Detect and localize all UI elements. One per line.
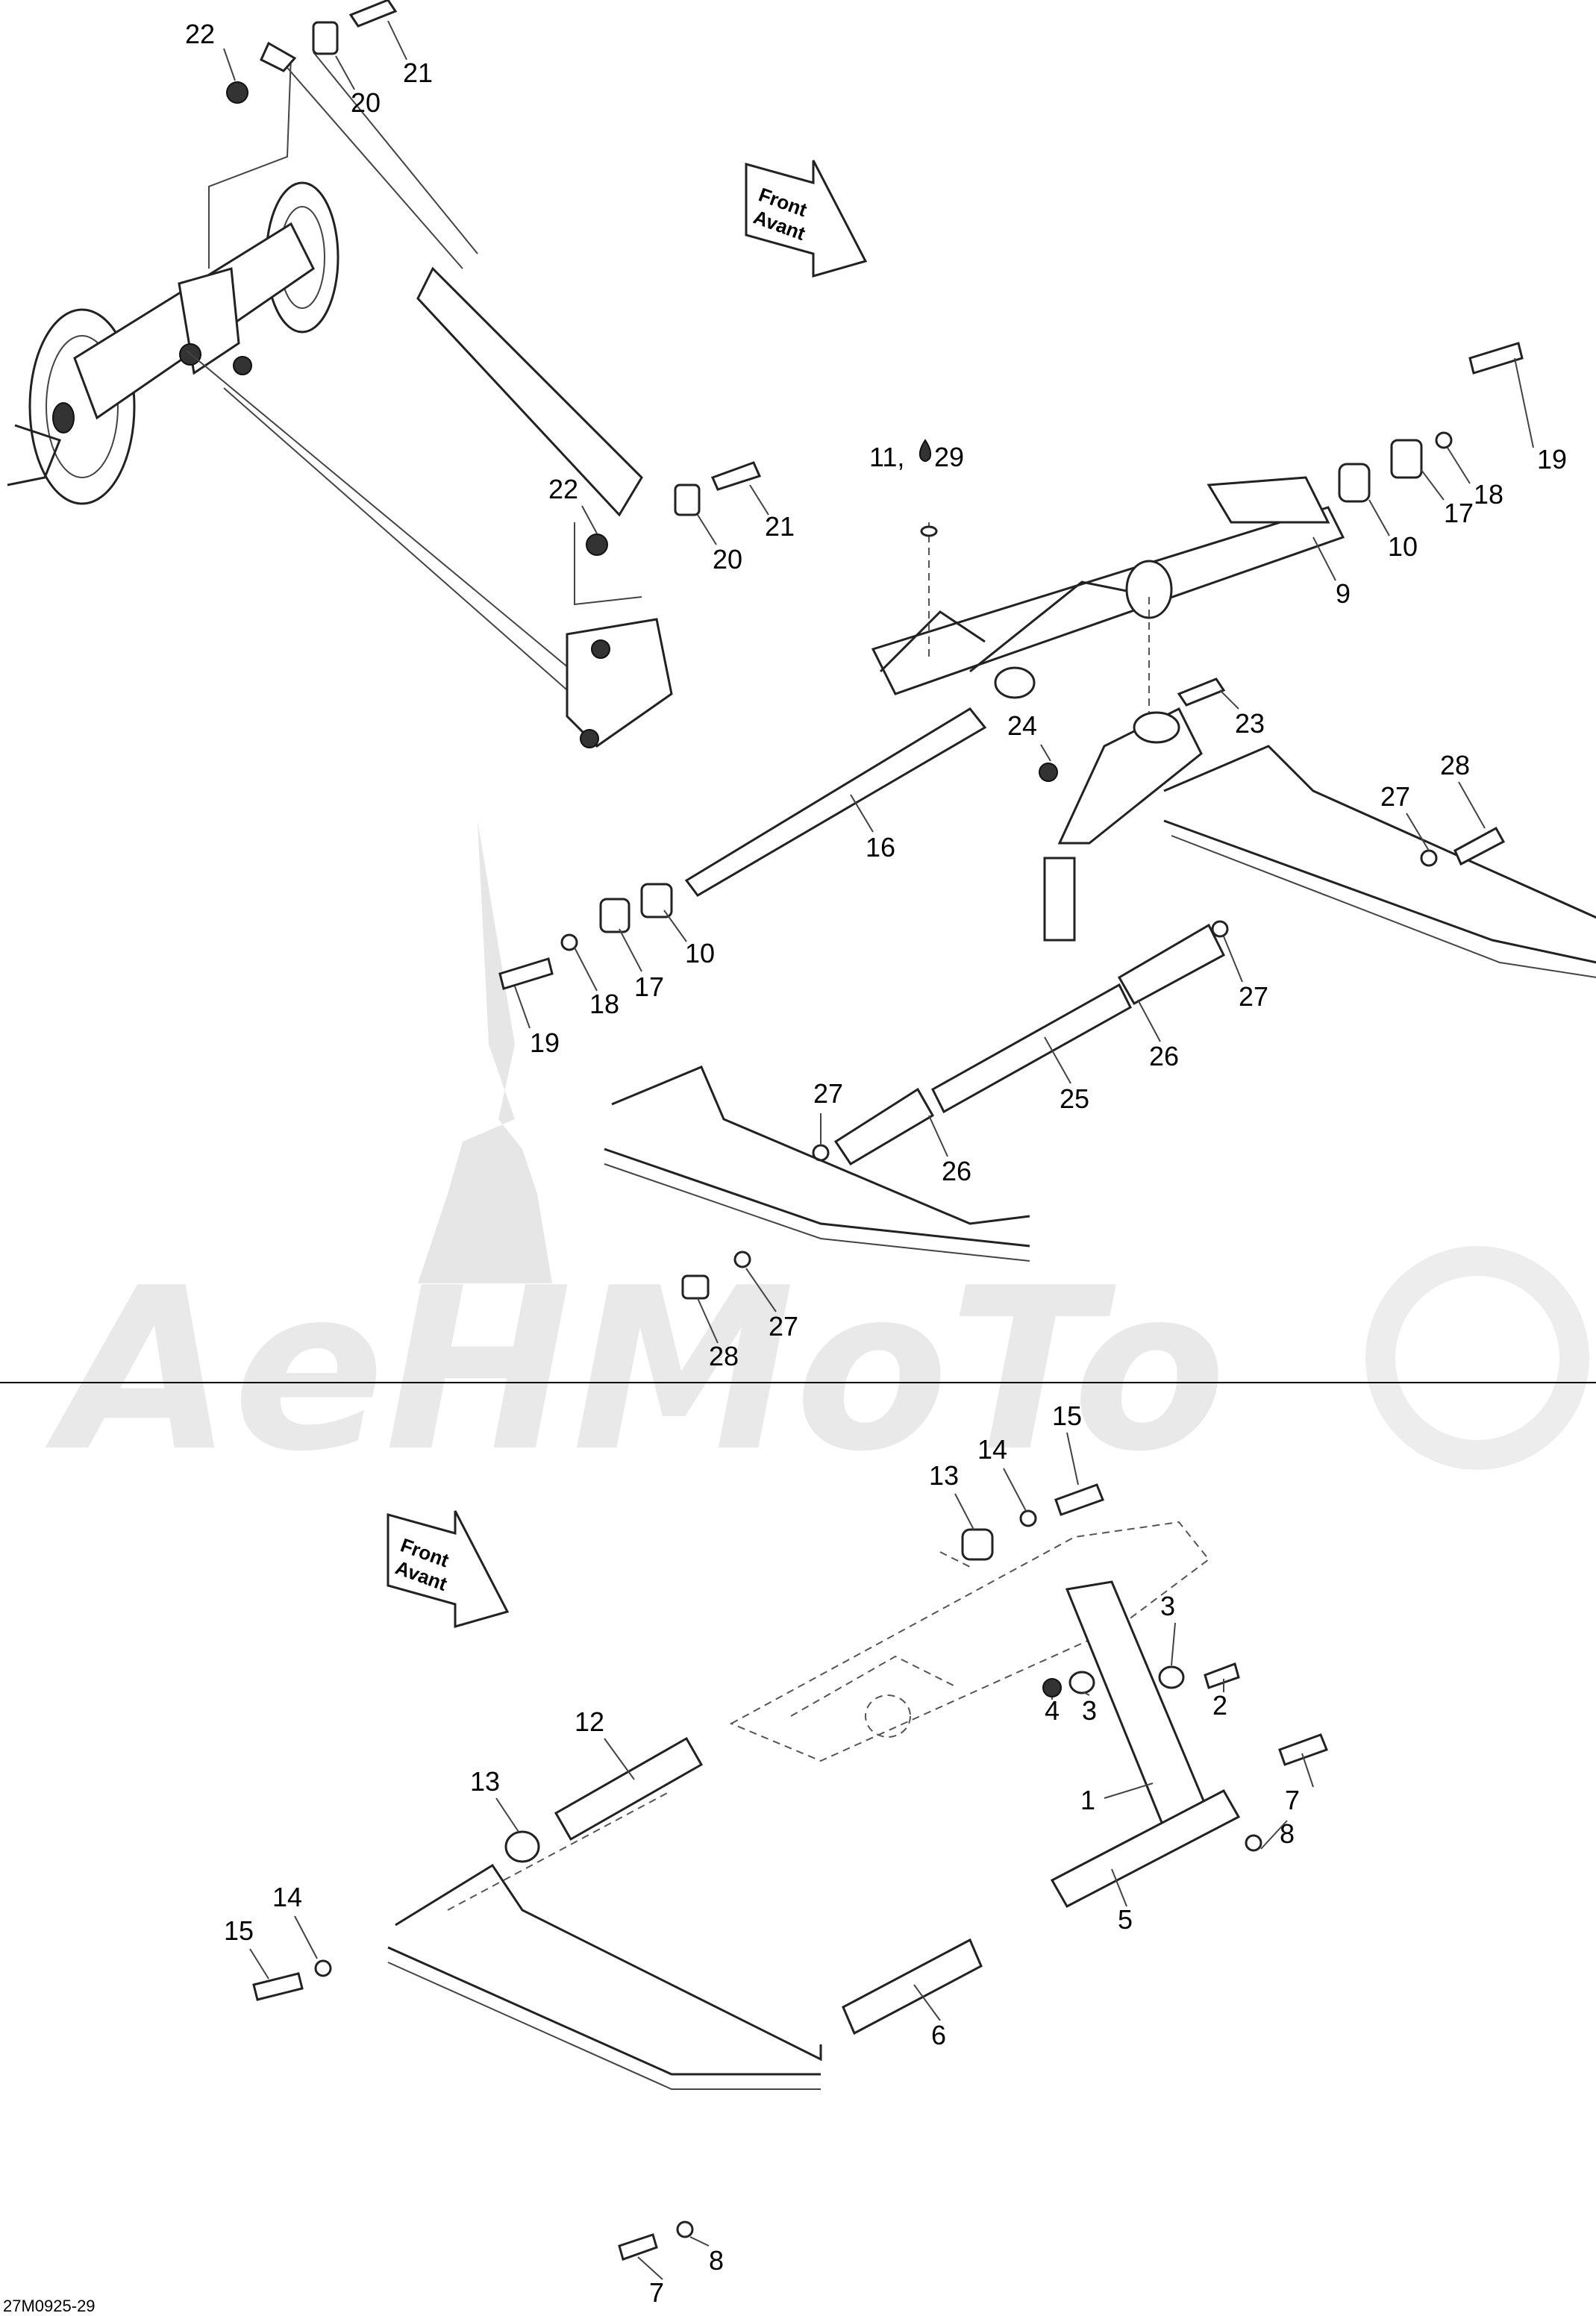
callout-12: 12 — [575, 1706, 604, 1737]
runner-left-upper — [604, 1065, 1030, 1300]
callout-13: 13 — [929, 1460, 959, 1491]
link-plate — [1042, 1580, 1240, 1830]
callout-15: 15 — [1052, 1400, 1082, 1431]
callout-20: 20 — [351, 87, 381, 118]
oil-drop-icon — [919, 439, 932, 462]
callout-22: 22 — [548, 474, 578, 504]
callout-26: 26 — [942, 1156, 971, 1186]
callout-4: 4 — [1045, 1695, 1060, 1726]
callout-8: 8 — [1280, 1818, 1295, 1849]
callout-8: 8 — [709, 2245, 724, 2276]
callouts-upper: 22 20 21 22 21 20 11, 29 19 18 17 10 9 2… — [185, 19, 1567, 1371]
lower-assembly: Front Avant — [224, 1400, 1328, 2308]
callout-11: 11, — [869, 442, 904, 472]
front-swing-arm — [871, 342, 1524, 731]
rear-arm — [186, 51, 673, 748]
callout-25: 25 — [1060, 1083, 1089, 1114]
callout-9: 9 — [1336, 578, 1351, 609]
callout-20: 20 — [713, 544, 742, 575]
callout-7: 7 — [1285, 1785, 1300, 1815]
callout-18: 18 — [589, 989, 619, 1019]
callout-17: 17 — [634, 971, 664, 1002]
leader-lines-upper — [223, 20, 1534, 1344]
cross-shaft-lower — [812, 920, 1229, 1166]
callout-27: 27 — [1239, 981, 1268, 1012]
cross-shaft-upper — [498, 707, 987, 990]
callout-28: 28 — [1440, 750, 1470, 780]
leader-lines-lower — [249, 1432, 1314, 2280]
cross-shafts-5-6 — [618, 1733, 1328, 2261]
callout-21: 21 — [765, 511, 795, 542]
cross-shaft-12 — [252, 1736, 704, 2001]
callout-16: 16 — [866, 832, 895, 863]
front-swing-arm-lower — [729, 1521, 1210, 1762]
callout-27: 27 — [813, 1078, 843, 1109]
watermark-text: AeHMoTo — [43, 1240, 1227, 1500]
callout-19: 19 — [1537, 444, 1567, 475]
callout-27: 27 — [1380, 781, 1410, 812]
front-arrow-upper: Front Avant — [745, 160, 868, 278]
callout-27: 27 — [769, 1311, 798, 1342]
callout-7: 7 — [649, 2277, 664, 2308]
callout-10: 10 — [685, 938, 715, 968]
callout-3: 3 — [1160, 1591, 1175, 1621]
callout-19: 19 — [530, 1027, 560, 1058]
upper-assembly: Front Avant — [7, 0, 1596, 1371]
watermark: AeHMoTo — [43, 821, 1589, 1500]
fasteners-upper-left — [226, 0, 762, 556]
callout-3: 3 — [1082, 1695, 1097, 1726]
callout-5: 5 — [1118, 1904, 1133, 1935]
callout-21: 21 — [403, 57, 433, 88]
callout-22: 22 — [185, 19, 215, 49]
rear-axle-wheels — [7, 181, 339, 505]
runner-lower — [387, 1790, 822, 2090]
callout-28: 28 — [709, 1341, 739, 1371]
callout-29: 29 — [934, 442, 964, 472]
callout-14: 14 — [977, 1434, 1007, 1465]
callout-24: 24 — [1007, 710, 1037, 741]
callout-17: 17 — [1444, 498, 1474, 528]
front-arrow-lower: Front Avant — [387, 1510, 510, 1628]
callout-2: 2 — [1212, 1690, 1227, 1721]
callout-14: 14 — [272, 1882, 302, 1912]
callout-6: 6 — [931, 2020, 946, 2050]
callouts-lower: 15 14 13 3 3 2 4 12 13 7 8 1 5 14 15 6 8… — [224, 1400, 1300, 2308]
callout-26: 26 — [1149, 1041, 1179, 1071]
callout-15: 15 — [224, 1915, 254, 1946]
callout-1: 1 — [1080, 1785, 1095, 1815]
callout-18: 18 — [1474, 479, 1503, 510]
callout-13: 13 — [470, 1766, 500, 1797]
shock-absorber — [1039, 677, 1226, 942]
diagram-reference: 27M0925-29 — [3, 2297, 96, 2315]
callout-23: 23 — [1235, 708, 1265, 739]
callout-10: 10 — [1388, 531, 1418, 562]
fasteners-lower-top — [961, 1483, 1104, 1561]
